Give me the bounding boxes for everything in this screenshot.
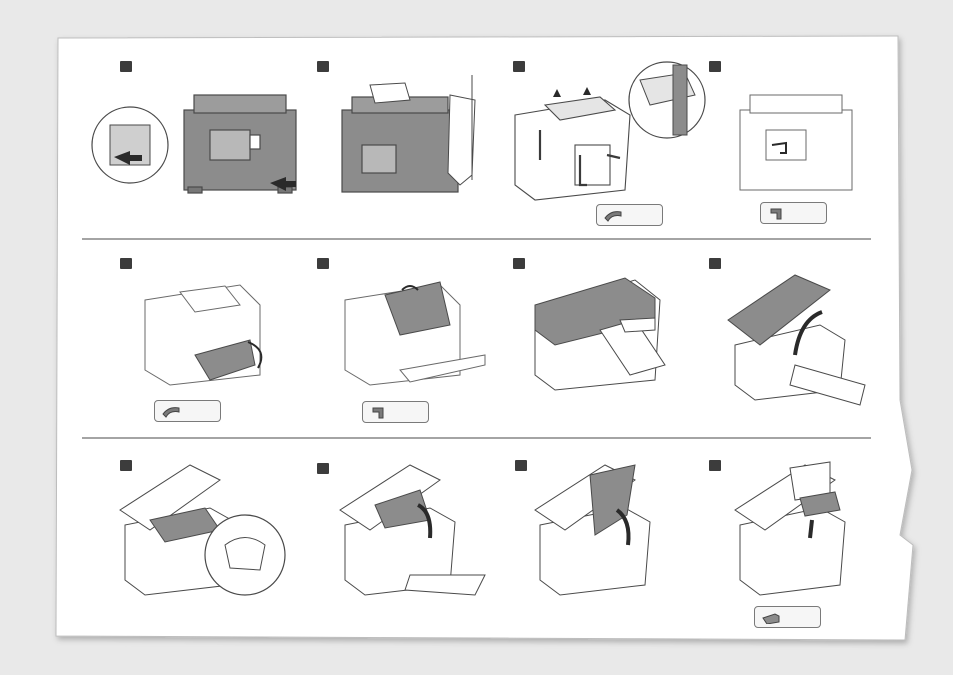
- step-panel-11: [495, 450, 695, 630]
- step-panel-3: [495, 55, 710, 235]
- step-panel-2: [300, 55, 490, 235]
- hands-icon: [448, 95, 475, 185]
- step-panel-12: [700, 450, 870, 635]
- tape-tag-icon: [369, 405, 389, 419]
- step-panel-7: [495, 250, 695, 430]
- printer-rear-illustration: [90, 55, 300, 235]
- hand-icon: [225, 538, 265, 571]
- step-panel-6: [300, 250, 495, 430]
- step-panel-4: [700, 55, 870, 235]
- curved-arrow-icon: [810, 520, 812, 538]
- step-badge: [120, 258, 132, 269]
- step-badge: [120, 61, 132, 72]
- tape-tag: [362, 401, 429, 423]
- step-panel-8: [700, 250, 870, 430]
- step-badge: [317, 61, 329, 72]
- remove-packing-material-illustration: [700, 450, 870, 600]
- step-badge: [317, 258, 329, 269]
- arrow-icon: [583, 87, 591, 95]
- step-panel-9: [95, 450, 300, 630]
- step-panel-5: [100, 250, 300, 430]
- packing-tag: [754, 606, 821, 628]
- step-badge: [515, 460, 527, 471]
- lift-inner-cover-illustration: [300, 450, 495, 630]
- step-badge: [120, 460, 132, 471]
- step-badge: [709, 460, 721, 471]
- tape-tag-icon: [767, 206, 787, 220]
- step-badge: [513, 258, 525, 269]
- step-badge: [317, 463, 329, 474]
- step-badge: [709, 61, 721, 72]
- step-badge: [513, 61, 525, 72]
- packing-material-icon: [761, 610, 781, 624]
- remove-protective-sheet-illustration: [495, 250, 695, 430]
- tape-tag: [596, 204, 663, 226]
- tape-tag-icon: [603, 208, 623, 222]
- open-toner-cover-illustration: [95, 450, 300, 630]
- tape-tag: [154, 400, 221, 422]
- tape-tag-icon: [161, 404, 181, 418]
- step-panel-10: [300, 450, 495, 630]
- lift-printer-illustration: [300, 55, 490, 235]
- open-platform-illustration: [700, 250, 870, 430]
- step-panel-1: [90, 55, 300, 235]
- hand-icon: [620, 318, 655, 332]
- remove-packing-sheet-illustration: [495, 450, 695, 630]
- tape-tag: [760, 202, 827, 224]
- arrow-icon: [553, 89, 561, 97]
- step-badge: [709, 258, 721, 269]
